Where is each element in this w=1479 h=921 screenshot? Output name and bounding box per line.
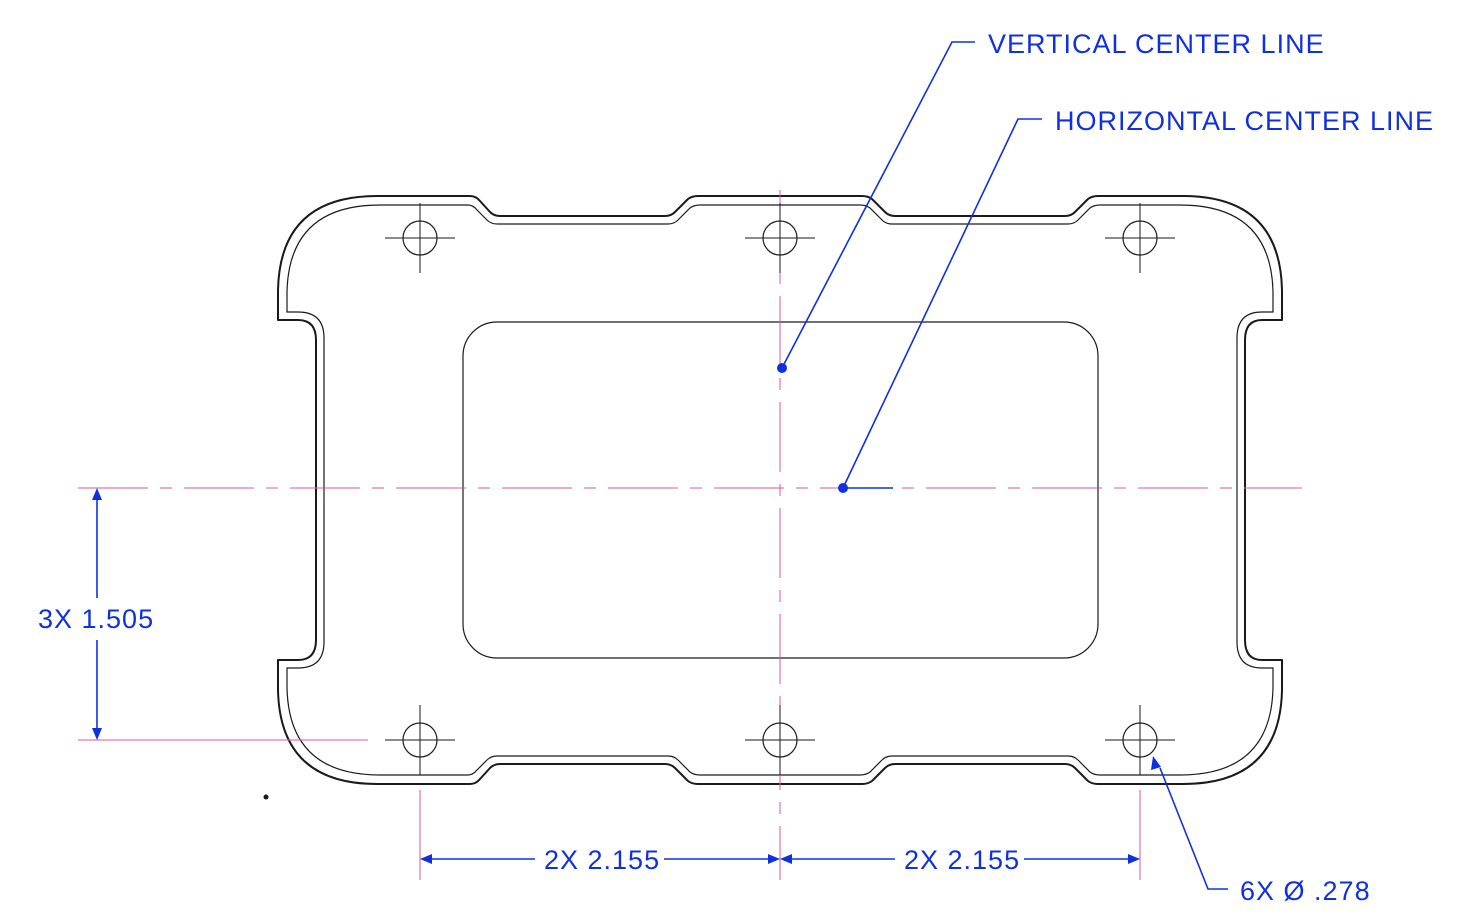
dimension-horizontal-spacing-right: 2X 2.155 xyxy=(780,845,1140,875)
hole-top-center xyxy=(745,203,815,273)
hole-top-left xyxy=(385,203,455,273)
callout-vertical-center-line: VERTICAL CENTER LINE xyxy=(777,29,1325,373)
callout-hole-diameter: 6X Ø .278 xyxy=(1151,756,1371,906)
hole-diameter-arrow xyxy=(1151,756,1161,770)
hole-bottom-left xyxy=(385,705,455,775)
horizontal-callout-dot xyxy=(838,483,848,493)
callout-horizontal-center-line: HORIZONTAL CENTER LINE xyxy=(838,106,1434,493)
dimension-vertical-spacing: 3X 1.505 xyxy=(38,488,154,740)
hole-bottom-center xyxy=(745,705,815,775)
horizontal-center-line-label: HORIZONTAL CENTER LINE xyxy=(1055,106,1434,136)
horizontal-spacing-left-label: 2X 2.155 xyxy=(544,845,660,875)
arrow-up xyxy=(92,488,102,500)
stray-dot xyxy=(263,794,269,800)
arrow-down xyxy=(92,728,102,740)
vertical-callout-leader xyxy=(781,41,975,369)
vertical-spacing-label: 3X 1.505 xyxy=(38,604,154,634)
dimension-horizontal-spacing-left: 2X 2.155 xyxy=(420,845,780,875)
center-lines xyxy=(78,190,1302,880)
part-inner-outline xyxy=(286,204,1274,776)
hole-diameter-leader xyxy=(1159,767,1228,890)
hole-diameter-label: 6X Ø .278 xyxy=(1240,876,1371,906)
horizontal-callout-leader xyxy=(842,118,1042,489)
horizontal-spacing-right-label: 2X 2.155 xyxy=(904,845,1020,875)
vertical-center-line-label: VERTICAL CENTER LINE xyxy=(988,29,1325,59)
part-outer-outline xyxy=(277,195,1283,785)
vertical-callout-dot xyxy=(777,363,787,373)
hole-top-right xyxy=(1105,203,1175,273)
mounting-holes xyxy=(385,203,1175,775)
hole-bottom-right xyxy=(1105,705,1175,775)
